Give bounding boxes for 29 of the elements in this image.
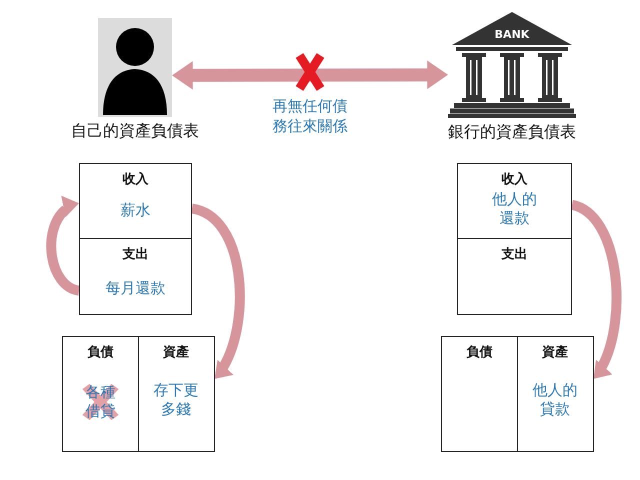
person-silhouette	[98, 18, 172, 117]
sheet-section	[138, 336, 214, 452]
sheet-section	[79, 238, 192, 314]
sheet-section	[457, 238, 572, 314]
sheet-section	[516, 336, 594, 452]
entry-text: 存下更多錢	[152, 381, 200, 419]
section-heading: 支出	[122, 246, 148, 264]
sheet-section	[441, 336, 518, 452]
section-heading: 資產	[542, 344, 568, 362]
node-label: 銀行的資產負債表	[448, 122, 576, 142]
sheet-section	[79, 163, 192, 239]
entry-text: 他人的貸款	[532, 381, 578, 419]
entry-text: 薪水	[120, 201, 150, 220]
sheet-section	[62, 336, 139, 452]
sign-text: BANK	[494, 28, 530, 41]
section-heading: 收入	[122, 171, 148, 189]
section-heading: 負債	[88, 344, 114, 362]
section-heading: 負債	[466, 344, 492, 362]
section-heading: 資產	[163, 344, 189, 362]
entry-text: 每月還款	[106, 278, 166, 298]
section-heading: 收入	[502, 171, 528, 189]
sheet-section	[457, 163, 572, 239]
arrow	[46, 198, 81, 296]
node-label: 自己的資產負債表	[71, 121, 199, 141]
section-heading: 支出	[502, 246, 528, 264]
crossed-out-text: 各種借貸	[80, 381, 121, 423]
bank-building	[448, 10, 576, 118]
arrow	[190, 204, 245, 382]
entry-text: 他人的還款	[491, 190, 538, 228]
